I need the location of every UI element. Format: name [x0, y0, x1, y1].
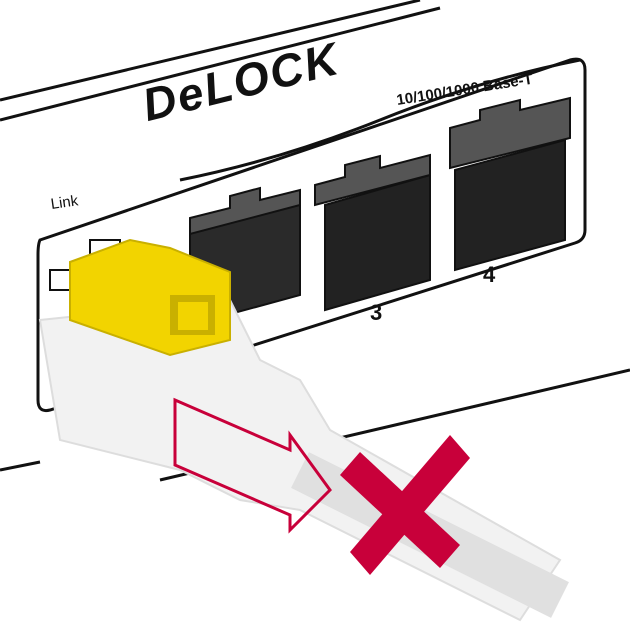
- yellow-lock-clip: [69, 238, 231, 357]
- pull-arrow-icon: [173, 397, 332, 534]
- red-cross-icon: [340, 435, 470, 575]
- port-number-4: 4: [483, 262, 496, 287]
- port-3: [314, 153, 431, 312]
- port-4: [449, 96, 571, 272]
- port-number-3: 3: [370, 300, 383, 325]
- ethernet-cable: [38, 298, 569, 622]
